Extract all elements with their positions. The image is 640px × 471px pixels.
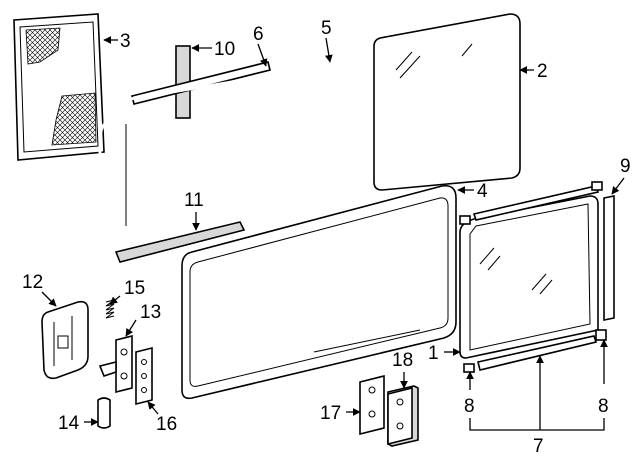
part-5-seal-channel bbox=[98, 60, 364, 262]
callout-3: 3 bbox=[120, 31, 131, 52]
leader-lines bbox=[41, 36, 625, 431]
callout-11: 11 bbox=[184, 190, 204, 211]
part-7-lower-track bbox=[477, 335, 598, 371]
callout-14: 14 bbox=[58, 413, 80, 434]
callout-10: 10 bbox=[214, 39, 235, 60]
part-14-pin bbox=[97, 397, 111, 429]
callout-5: 5 bbox=[321, 18, 332, 39]
part-13-bracket bbox=[98, 334, 133, 394]
callout-7: 7 bbox=[533, 436, 544, 457]
part-3-screen-frame bbox=[13, 13, 105, 161]
part-12-latch-handle bbox=[41, 300, 89, 380]
part-16-plate bbox=[135, 346, 153, 406]
part-6-bar bbox=[131, 61, 271, 105]
callout-8-right: 8 bbox=[598, 396, 609, 417]
callout-17: 17 bbox=[320, 403, 341, 424]
callout-6: 6 bbox=[253, 24, 264, 45]
part-18-pad bbox=[387, 385, 419, 447]
callout-15: 15 bbox=[124, 278, 145, 299]
part-17-pad bbox=[359, 374, 385, 436]
part-15-spring bbox=[105, 299, 115, 319]
callout-12: 12 bbox=[22, 272, 43, 293]
callout-18: 18 bbox=[392, 350, 413, 371]
callout-1: 1 bbox=[428, 343, 439, 364]
part-2-glass bbox=[373, 13, 521, 191]
callout-9: 9 bbox=[620, 156, 631, 177]
callout-8-left: 8 bbox=[464, 396, 475, 417]
callout-13: 13 bbox=[140, 302, 161, 323]
part-upper-track bbox=[459, 181, 603, 225]
callout-2: 2 bbox=[537, 61, 548, 82]
callout-16: 16 bbox=[156, 414, 177, 435]
part-11-lower-channel bbox=[114, 221, 246, 263]
part-9-strip bbox=[603, 195, 615, 321]
callout-4: 4 bbox=[477, 181, 488, 202]
part-4-glass-frame bbox=[181, 184, 457, 400]
part-1-sliding-glass bbox=[459, 195, 599, 359]
